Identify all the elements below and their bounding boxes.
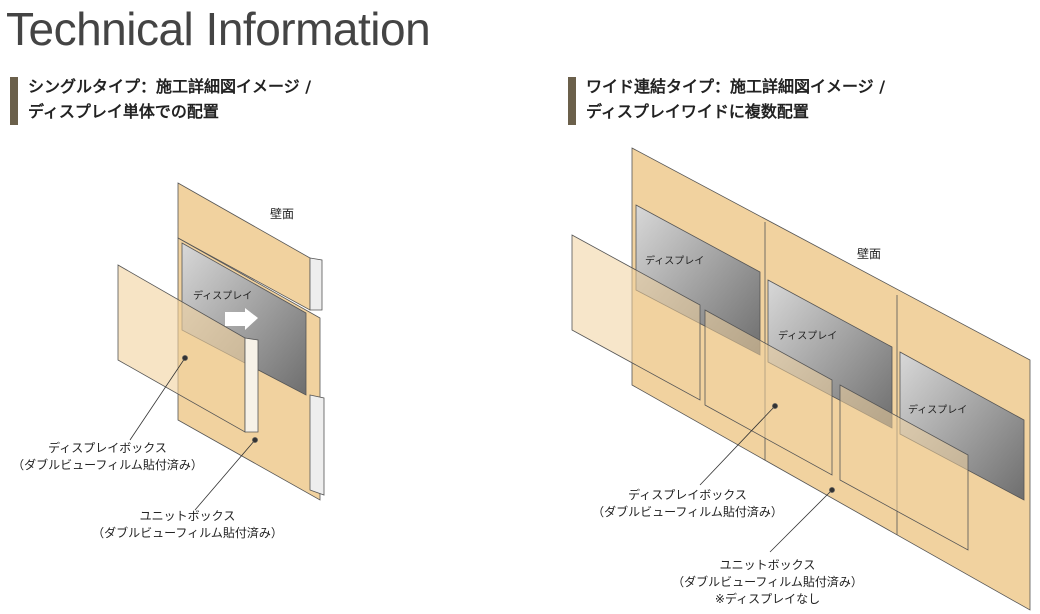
display-label: ディスプレイ	[908, 405, 968, 416]
label-note: （ダブルビューフィルム貼付済み）	[592, 505, 783, 519]
wall-label: 壁面	[857, 247, 882, 261]
display-label: ディスプレイ	[645, 256, 705, 267]
arrow-icon	[225, 308, 258, 330]
unit-box-label: ユニットボックス （ダブルビューフィルム貼付済み）	[80, 508, 295, 542]
heading-line: ディスプレイ単体での配置	[28, 102, 219, 121]
unit-side	[309, 394, 325, 496]
wall-label: 壁面	[270, 207, 295, 221]
display-box-label: ディスプレイボックス （ダブルビューフィルム貼付済み）	[580, 487, 795, 521]
left-section-heading: シングルタイプ：施工詳細図イメージ / ディスプレイ単体での配置	[10, 74, 311, 125]
display-box	[839, 384, 969, 551]
heading-accent-bar	[10, 77, 18, 125]
label-text: ディスプレイボックス	[48, 441, 167, 455]
label-text: ユニットボックス	[139, 509, 236, 523]
right-section-heading: ワイド連結タイプ：施工詳細図イメージ / ディスプレイワイドに複数配置	[568, 74, 885, 125]
display-box-side	[244, 337, 259, 433]
label-note: （ダブルビューフィルム貼付済み）	[672, 575, 863, 589]
single-type-diagram	[117, 182, 325, 511]
wide-type-diagram	[571, 147, 1031, 611]
display-box	[571, 234, 701, 401]
heading-accent-bar	[568, 77, 576, 125]
display-label: ディスプレイ	[778, 331, 838, 342]
label-note: （ダブルビューフィルム貼付済み）	[12, 458, 203, 472]
label-text: ユニットボックス	[719, 558, 816, 572]
heading-line: ワイド連結タイプ：施工詳細図イメージ /	[586, 77, 886, 96]
unit-box-label: ユニットボックス （ダブルビューフィルム貼付済み） ※ディスプレイなし	[660, 557, 875, 608]
heading-line: シングルタイプ：施工詳細図イメージ /	[28, 77, 312, 96]
label-text: ディスプレイボックス	[628, 488, 747, 502]
display-screen	[899, 351, 1025, 501]
label-note: （ダブルビューフィルム貼付済み）	[92, 526, 283, 540]
heading-line: ディスプレイワイドに複数配置	[586, 102, 809, 121]
display-box-label: ディスプレイボックス （ダブルビューフィルム貼付済み）	[0, 440, 215, 474]
wall-side	[309, 257, 323, 311]
display-label: ディスプレイ	[193, 291, 253, 302]
label-note: ※ディスプレイなし	[714, 592, 821, 606]
page-title: Technical Information	[6, 3, 431, 55]
display-box	[704, 309, 833, 476]
